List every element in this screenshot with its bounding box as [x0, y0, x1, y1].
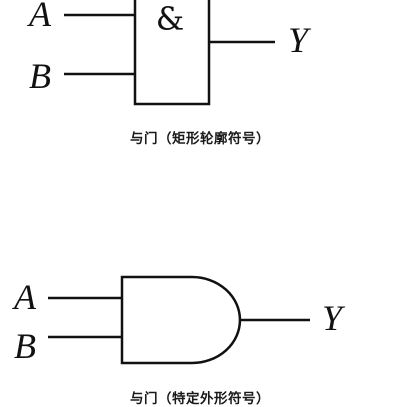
- and-gate-rectangular: & A B Y: [27, 0, 312, 106]
- caption-distinctive-gate: 与门（特定外形符号）: [130, 391, 270, 407]
- input-label-b: B: [14, 326, 36, 366]
- and-gate-distinctive: A B Y: [12, 275, 346, 366]
- output-label-y: Y: [322, 298, 346, 338]
- gate-body-d-shape: [120, 275, 242, 365]
- output-label-y: Y: [288, 20, 312, 60]
- caption-rectangular-gate: 与门（矩形轮廓符号）: [130, 131, 270, 147]
- input-label-a: A: [27, 0, 52, 34]
- input-label-a: A: [12, 277, 37, 317]
- gate-symbol-ampersand: &: [156, 0, 184, 38]
- input-label-b: B: [29, 56, 51, 96]
- gate-body-rect: [133, 0, 211, 106]
